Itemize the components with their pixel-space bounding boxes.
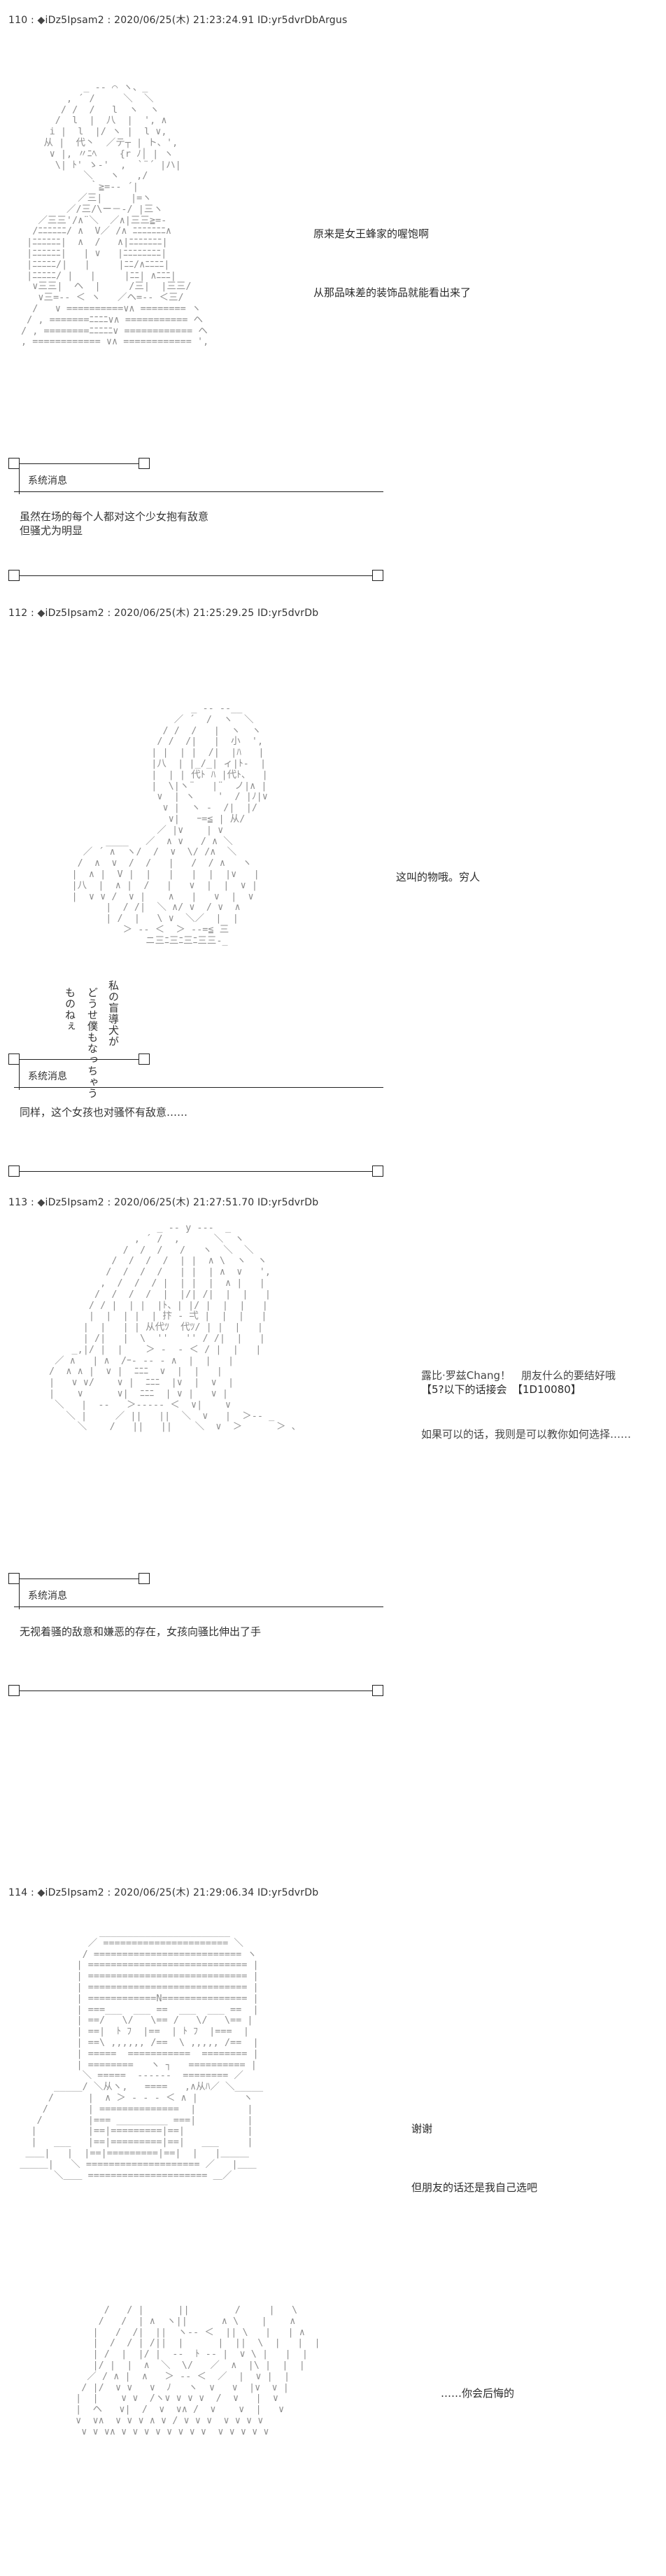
dialog-note: 【5?以下的话接会 【1D10080】 [421,1383,581,1396]
post-header: 112 : ◆iDz5Ipsam2 : 2020/06/25(木) 21:25:… [8,608,319,619]
dialog-line: 从那品味差的装饰品就能看出来了 [313,286,472,299]
system-message-body: 同样，这个女孩也对骚怀有敌意…… [20,1106,188,1119]
box-corner [139,1054,150,1065]
dialog-block: 谢谢 但朋友的话还是我自己选吧 [411,2080,537,2236]
post-meta: iDz5Ipsam2 : 2020/06/25(木) 21:27:51.70 I… [45,1197,319,1208]
post-meta: iDz5Ipsam2 : 2020/06/25(木) 21:29:06.34 I… [45,1887,319,1898]
box-corner [8,1573,20,1584]
ascii-art-114-lower: / / | || / | \ / / | ∧ ヽ|| ∧ \ | ∧ | / /… [76,2304,320,2437]
dialog-block: 这叫的物哦。穷人 [396,828,480,926]
post-number: 113 [8,1197,28,1208]
post-meta: iDz5Ipsam2 : 2020/06/25(木) 21:25:29.25 I… [45,608,319,619]
post-number: 110 [8,15,28,26]
box-corner [8,1685,20,1696]
post-number: 112 [8,608,28,619]
dialog-line: 原来是女王蜂家的喔饱啊 [313,227,430,240]
box-corner [8,1054,20,1065]
dialog-line: 但朋友的话还是我自己选吧 [411,2181,538,2194]
system-message-title: 系统消息 [28,1590,67,1602]
trip-diamond-icon: ◆ [37,608,45,619]
ascii-art-113: _ -- y --- _ , ´ / , ＼ ヽ / / / / ヽ ＼ ＼ /… [49,1222,302,1433]
post-header: 113 : ◆iDz5Ipsam2 : 2020/06/25(木) 21:27:… [8,1197,319,1208]
ascii-art-114-upper: _______________________ ／ ==============… [20,1926,264,2181]
box-corner [139,1573,150,1584]
dialog-line: 露比·罗兹Chang！ 朋友什么的要结好哦 [421,1369,616,1382]
box-corner [372,1685,383,1696]
box-corner [8,1166,20,1177]
box-corner [139,458,150,469]
trip-diamond-icon: ◆ [37,1197,45,1208]
dialog-block: 原来是女王蜂家的喔饱啊 从那品味差的装饰品就能看出来了 [313,185,471,342]
trip-diamond-icon: ◆ [37,15,45,26]
post-meta: iDz5Ipsam2 : 2020/06/25(木) 21:23:24.91 I… [45,15,348,26]
dialog-late: ……你会后悔的 [441,2387,515,2400]
ascii-art-112: _ -- ‐-__ ／ ´ / ヽ ＼ / / / | ヽ ヽ / / /| |… [71,703,268,946]
vertical-line: 私の盲導犬が [107,980,120,1047]
dialog-line: 谢谢 [411,2122,433,2135]
trip-diamond-icon: ◆ [37,1887,45,1898]
vertical-line: ものねぇ [64,987,76,1032]
ascii-art-110: _ -‐ ⌒ ヽ、_ , ´ / ＼ ＼ / / / l ヽ ヽ / l | 八… [21,82,209,348]
system-message-title: 系统消息 [28,1071,67,1082]
post-header: 110 : ◆iDz5Ipsam2 : 2020/06/25(木) 21:23:… [8,15,348,26]
box-corner [8,570,20,581]
dialog-line: 这叫的物哦。穷人 [396,871,481,883]
box-corner [8,458,20,469]
system-message-body: 无视着骚的敌意和嫌恶的存在，女孩向骚比伸出了手 [20,1625,262,1638]
system-message-body: 虽然在场的每个人都对这个少女抱有敌意 但骚尤为明显 [20,510,209,537]
post-number: 114 [8,1887,28,1898]
post-header: 114 : ◆iDz5Ipsam2 : 2020/06/25(木) 21:29:… [8,1887,319,1898]
vertical-line: どうせ僕もなっちゃう [86,987,99,1099]
box-corner [372,570,383,581]
dialog-block: 露比·罗兹Chang！ 朋友什么的要结好哦 如果可以的话，我则是可以教你如何选择… [421,1326,631,1483]
system-message-title: 系统消息 [28,475,67,486]
dialog-line: 如果可以的话，我则是可以教你如何选择…… [421,1428,632,1441]
box-corner [372,1166,383,1177]
